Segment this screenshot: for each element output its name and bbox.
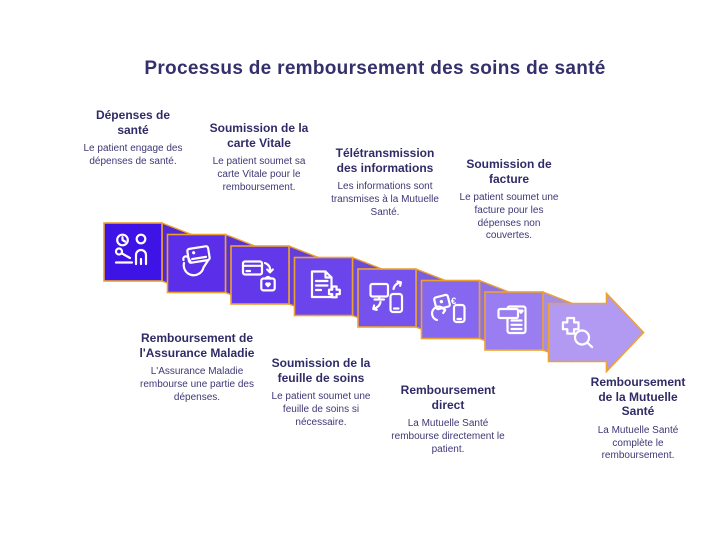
hand-card-icon: [182, 245, 211, 277]
step-label-soumission-facture: Soumission de facture Le patient soumet …: [456, 157, 562, 243]
patient-visit-icon: [114, 233, 148, 266]
step-description: Le patient engage des dépenses de santé.: [83, 143, 183, 167]
step-label-depenses-sante: Dépenses de santé Le patient engage des …: [83, 108, 183, 169]
process-step-panel-5: [357, 268, 417, 328]
step-title: Télétransmission des informations: [335, 146, 435, 175]
step-title: Remboursement direct: [400, 383, 496, 412]
process-step-panel-6: [420, 279, 481, 340]
step-label-remboursement-assurance-maladie: Remboursement de l'Assurance Maladie L'A…: [138, 331, 256, 404]
document-plus-icon: [310, 270, 341, 299]
process-step-panel-1: [103, 222, 163, 282]
step-description: Le patient soumet une feuille de soins s…: [271, 391, 371, 428]
step-description: Les informations sont transmises à la Mu…: [331, 181, 439, 218]
step-label-soumission-carte-vitale: Soumission de la carte Vitale Le patient…: [203, 121, 315, 194]
page-title: Processus de remboursement des soins de …: [144, 58, 606, 79]
step-description: Le patient soumet une facture pour les d…: [459, 192, 559, 242]
process-arrow-head-panel: [547, 291, 645, 374]
step-label-remboursement-direct: Remboursement direct La Mutuelle Santé r…: [391, 383, 505, 456]
step-title: Soumission de facture: [466, 157, 552, 186]
step-title: Soumission de la feuille de soins: [271, 356, 371, 385]
step-description: Le patient soumet sa carte Vitale pour l…: [212, 156, 306, 193]
step-title: Remboursement de l'Assurance Maladie: [139, 331, 255, 360]
euro-symbol: €: [451, 296, 457, 307]
card-to-purse-icon: [241, 260, 276, 292]
medical-search-icon: [561, 316, 594, 349]
step-description: L'Assurance Maladie rembourse une partie…: [140, 366, 254, 403]
step-description: La Mutuelle Santé complète le remboursem…: [597, 424, 679, 462]
step-description: La Mutuelle Santé rembourse directement …: [391, 418, 505, 455]
devices-sync-icon: [369, 280, 404, 314]
step-label-teletransmission-informations: Télétransmission des informations Les in…: [328, 146, 442, 219]
step-label-remboursement-mutuelle-sante: Remboursement de la Mutuelle Santé La Mu…: [584, 375, 692, 463]
mobile-payment-icon: €: [430, 293, 466, 324]
step-title: Remboursement de la Mutuelle Santé: [590, 375, 686, 419]
step-label-soumission-feuille-de-soins: Soumission de la feuille de soins Le pat…: [264, 356, 378, 429]
process-step-panel-2: [166, 233, 227, 294]
step-title: Dépenses de santé: [95, 108, 171, 137]
invoice-icon: [497, 305, 527, 335]
step-title: Soumission de la carte Vitale: [209, 121, 309, 150]
